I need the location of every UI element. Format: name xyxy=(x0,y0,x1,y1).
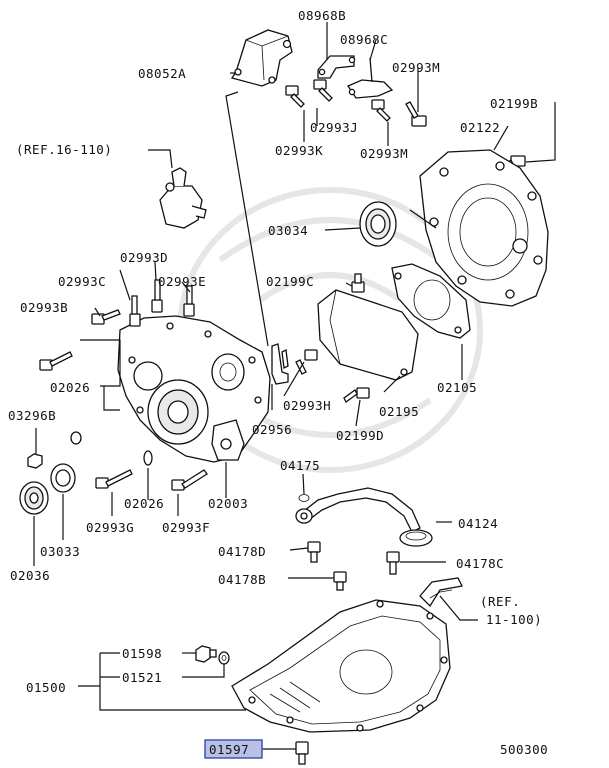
plug-02026-b-part[interactable] xyxy=(143,450,153,466)
drain-plug-01598-part[interactable] xyxy=(195,645,217,663)
label-02956[interactable]: 02956 xyxy=(252,422,292,437)
label-02195[interactable]: 02195 xyxy=(379,404,419,419)
label-02993D[interactable]: 02993D xyxy=(120,250,168,265)
label-02199D[interactable]: 02199D xyxy=(336,428,384,443)
label-03033[interactable]: 03033 xyxy=(40,544,80,559)
oil-level-gauge-part[interactable] xyxy=(419,577,463,608)
label-02993B[interactable]: 02993B xyxy=(20,300,68,315)
bolt-02993F-part[interactable] xyxy=(171,469,208,491)
label-02993F[interactable]: 02993F xyxy=(162,520,210,535)
label-02993C[interactable]: 02993C xyxy=(58,274,106,289)
label-04178C[interactable]: 04178C xyxy=(456,556,504,571)
bolt-02199D-part[interactable] xyxy=(343,387,370,403)
label-02036[interactable]: 02036 xyxy=(10,568,50,583)
bolt-04178B-part[interactable] xyxy=(333,571,347,591)
label-01597[interactable]: 01597 xyxy=(209,742,249,757)
label-01500[interactable]: 01500 xyxy=(26,680,66,695)
bolt-02993M-a-part[interactable] xyxy=(405,101,427,127)
bolt-01597-part[interactable] xyxy=(295,741,309,765)
bracket-08968C-part[interactable] xyxy=(347,57,394,99)
label-02026-a[interactable]: 02026 xyxy=(50,380,90,395)
front-case-02003-part[interactable] xyxy=(117,315,271,463)
label-04178D[interactable]: 04178D xyxy=(218,544,266,559)
oil-seal-03034-part[interactable] xyxy=(359,201,397,247)
bolt-02993J-part[interactable] xyxy=(313,79,333,102)
label-ref-16-110[interactable]: (REF.16-110) xyxy=(16,142,112,157)
label-03034[interactable]: 03034 xyxy=(268,223,308,238)
label-02993M-a[interactable]: 02993M xyxy=(392,60,440,75)
oil-pan-01500-part[interactable] xyxy=(231,599,451,733)
seal-03033-part[interactable] xyxy=(50,463,76,493)
callout-labels: 08968B 08968C 08052A 02993M 02993J 02993… xyxy=(8,8,548,759)
diagram-number: 500300 xyxy=(500,742,548,757)
label-02105[interactable]: 02105 xyxy=(437,380,477,395)
bolt-02993G-part[interactable] xyxy=(95,469,133,489)
gasket-01521-part[interactable] xyxy=(218,651,230,665)
seal-case-02105-part[interactable] xyxy=(391,263,471,339)
plug-02026-a-part[interactable] xyxy=(70,431,82,445)
label-01598[interactable]: 01598 xyxy=(122,646,162,661)
label-08968C[interactable]: 08968C xyxy=(340,32,388,47)
label-02993G[interactable]: 02993G xyxy=(86,520,134,535)
pulley-02036-part[interactable] xyxy=(19,481,49,515)
bolt-02993K-part[interactable] xyxy=(285,85,305,108)
label-ref-11-100-line1[interactable]: (REF. xyxy=(480,594,520,609)
label-02993H[interactable]: 02993H xyxy=(283,398,331,413)
label-01521[interactable]: 01521 xyxy=(122,670,162,685)
bolt-02993E-part[interactable] xyxy=(183,285,195,317)
label-02199B[interactable]: 02199B xyxy=(490,96,538,111)
o-ring-04175-part[interactable] xyxy=(298,494,310,502)
oil-strainer-04124-part[interactable] xyxy=(295,487,433,547)
bolt-02993D-part[interactable] xyxy=(151,279,163,313)
bolt-02199C-part[interactable] xyxy=(351,273,365,293)
water-outlet-part[interactable] xyxy=(159,167,207,229)
bracket-02956-part[interactable] xyxy=(271,343,289,385)
label-03296B[interactable]: 03296B xyxy=(8,408,56,423)
bolt-long-front-part[interactable] xyxy=(39,351,73,371)
label-08968B[interactable]: 08968B xyxy=(298,8,346,23)
label-04175[interactable]: 04175 xyxy=(280,458,320,473)
label-04124[interactable]: 04124 xyxy=(458,516,498,531)
label-08052A[interactable]: 08052A xyxy=(138,66,186,81)
label-ref-11-100-line2[interactable]: 11-100) xyxy=(486,612,542,627)
bolt-02993C-part[interactable] xyxy=(129,295,141,327)
label-02199C[interactable]: 02199C xyxy=(266,274,314,289)
label-02993J[interactable]: 02993J xyxy=(310,120,358,135)
bracket-08052A-part[interactable] xyxy=(230,29,293,87)
label-02993M-b[interactable]: 02993M xyxy=(360,146,408,161)
leader-lines xyxy=(33,22,556,750)
bolt-04178C-part[interactable] xyxy=(386,551,400,575)
label-02993K[interactable]: 02993K xyxy=(275,143,323,158)
rear-plate-02122-part[interactable] xyxy=(419,149,549,307)
label-02122[interactable]: 02122 xyxy=(460,120,500,135)
label-04178B[interactable]: 04178B xyxy=(218,572,266,587)
cover-02195-part[interactable] xyxy=(317,289,419,381)
nut-03296B-part[interactable] xyxy=(27,453,43,469)
highlight-01597 xyxy=(204,739,263,759)
bracket-08968B-part[interactable] xyxy=(317,55,356,79)
label-02003[interactable]: 02003 xyxy=(208,496,248,511)
bolt-02993M-b-part[interactable] xyxy=(371,99,391,122)
bolt-04178D-part[interactable] xyxy=(307,541,321,563)
bolt-02993B-part[interactable] xyxy=(91,309,121,325)
label-02026-b[interactable]: 02026 xyxy=(124,496,164,511)
label-02993E[interactable]: 02993E xyxy=(158,274,206,289)
